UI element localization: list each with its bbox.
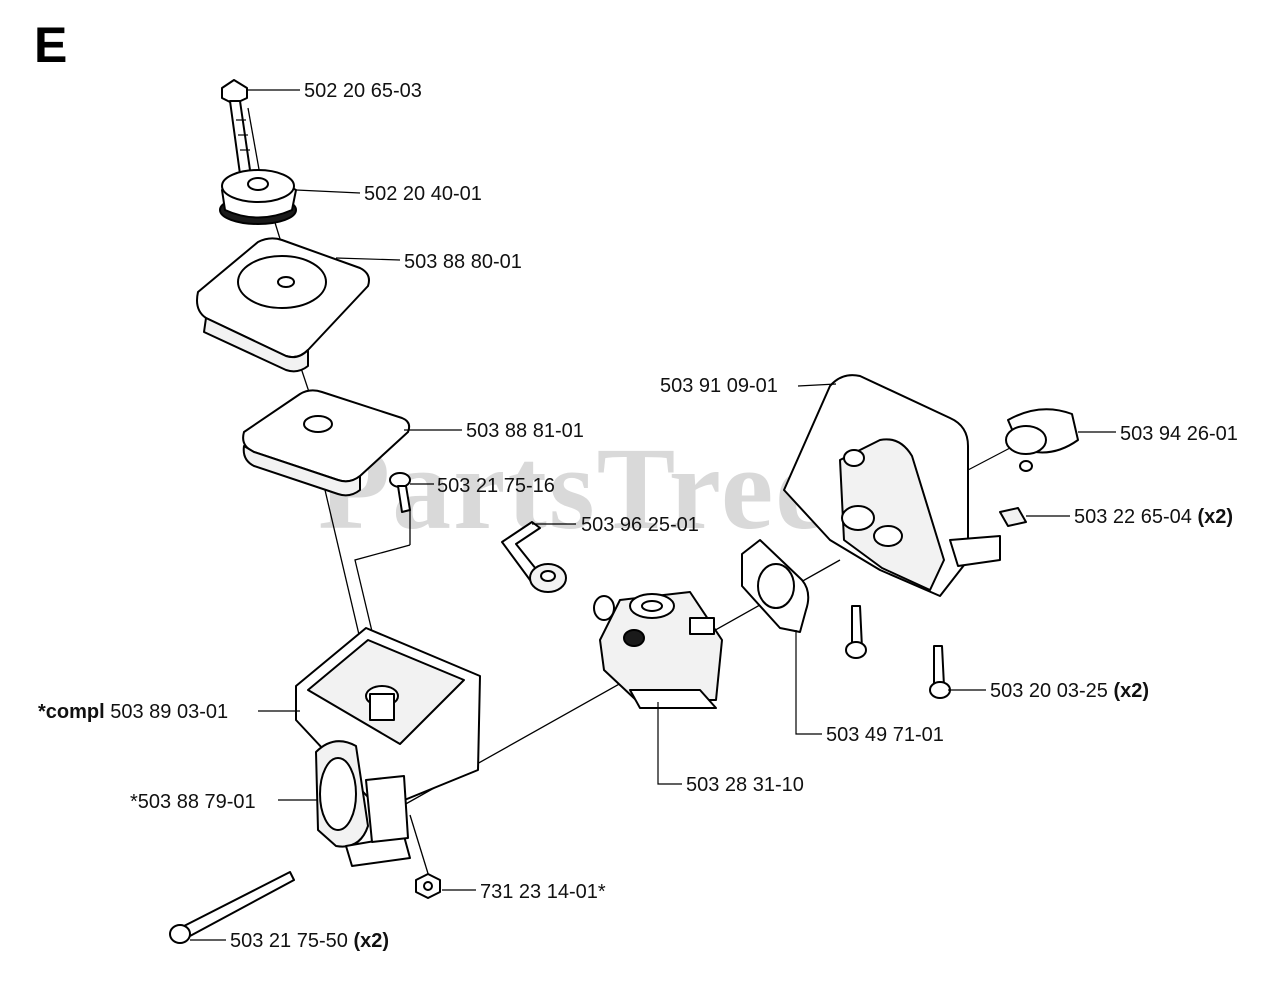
label-long-bolt[interactable]: 503 21 75-50 (x2): [230, 930, 389, 952]
bolt-top-part[interactable]: [221, 79, 251, 175]
label-filter-cover[interactable]: 503 88 80-01: [404, 251, 522, 273]
knob-part[interactable]: [219, 169, 297, 225]
air-filter-part[interactable]: [242, 389, 411, 497]
choke-lever-part[interactable]: [501, 521, 567, 593]
gasket-part[interactable]: [741, 539, 810, 633]
label-square-nut[interactable]: 503 22 65-04 (x2): [1074, 506, 1233, 528]
label-air-filter[interactable]: 503 88 81-01: [466, 420, 584, 442]
label-bolt-top[interactable]: 502 20 65-03: [304, 80, 422, 102]
square-nut-part[interactable]: [999, 507, 1027, 527]
label-clip[interactable]: 503 94 26-01: [1120, 423, 1238, 445]
leader-lines: [190, 89, 1116, 941]
label-knob[interactable]: 502 20 40-01: [364, 183, 482, 205]
screw-small-part[interactable]: [389, 472, 411, 513]
label-housing-screw[interactable]: 503 20 03-25 (x2): [990, 680, 1149, 702]
long-bolt-part[interactable]: [169, 871, 295, 944]
label-handle-grip[interactable]: *503 88 79-01: [130, 791, 256, 813]
label-gasket[interactable]: 503 49 71-01: [826, 724, 944, 746]
clip-part[interactable]: [1005, 408, 1079, 472]
housing-screw-part[interactable]: [845, 605, 951, 699]
label-choke-lever[interactable]: 503 96 25-01: [581, 514, 699, 536]
handle-grip-part[interactable]: [315, 740, 411, 867]
carburetor-part[interactable]: [593, 591, 723, 709]
label-carburetor[interactable]: 503 28 31-10: [686, 774, 804, 796]
label-hex-nut[interactable]: 731 23 14-01*: [480, 881, 606, 903]
label-screw-small[interactable]: 503 21 75-16: [437, 475, 555, 497]
filter-cover-part[interactable]: [196, 237, 370, 373]
intake-housing-part[interactable]: [783, 374, 1001, 597]
hex-nut-part[interactable]: [415, 873, 441, 899]
section-letter: E: [34, 17, 67, 73]
label-filter-housing[interactable]: *compl 503 89 03-01: [38, 701, 228, 723]
part-labels: 502 20 65-03 502 20 40-01 503 88 80-01 5…: [38, 80, 1238, 952]
label-intake-housing[interactable]: 503 91 09-01: [660, 375, 778, 397]
